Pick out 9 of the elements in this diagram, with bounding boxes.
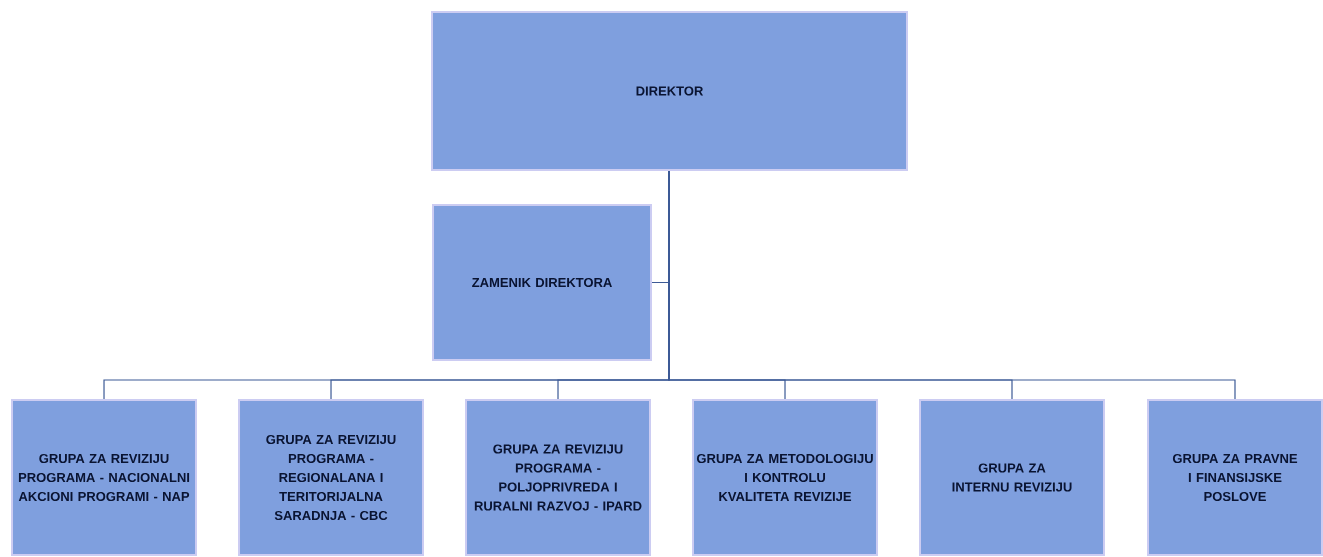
director-box: DIREKTOR [431, 11, 908, 171]
connector-line [668, 170, 1236, 400]
group-box: GRUPA ZA REVIZIJU PROGRAMA - REGIONALANA I TERITORIJALNA SARADNJA - CBC [238, 399, 424, 556]
group-box: GRUPA ZA INTERNU REVIZIJU [919, 399, 1105, 556]
group-box: GRUPA ZA METODOLOGIJU I KONTROLU KVALITETA REVIZIJE [692, 399, 878, 556]
group-box: GRUPA ZA PRAVNE I FINANSIJSKE POSLOVE [1147, 399, 1323, 556]
deputy-box: ZAMENIK DIREKTORA [432, 204, 652, 361]
group-box: GRUPA ZA REVIZIJU PROGRAMA - NACIONALNI AKCIONI PROGRAMI - NAP [11, 399, 197, 556]
group-box: GRUPA ZA REVIZIJU PROGRAMA - POLJOPRIVREDA I RURALNI RAZVOJ - IPARD [465, 399, 651, 556]
